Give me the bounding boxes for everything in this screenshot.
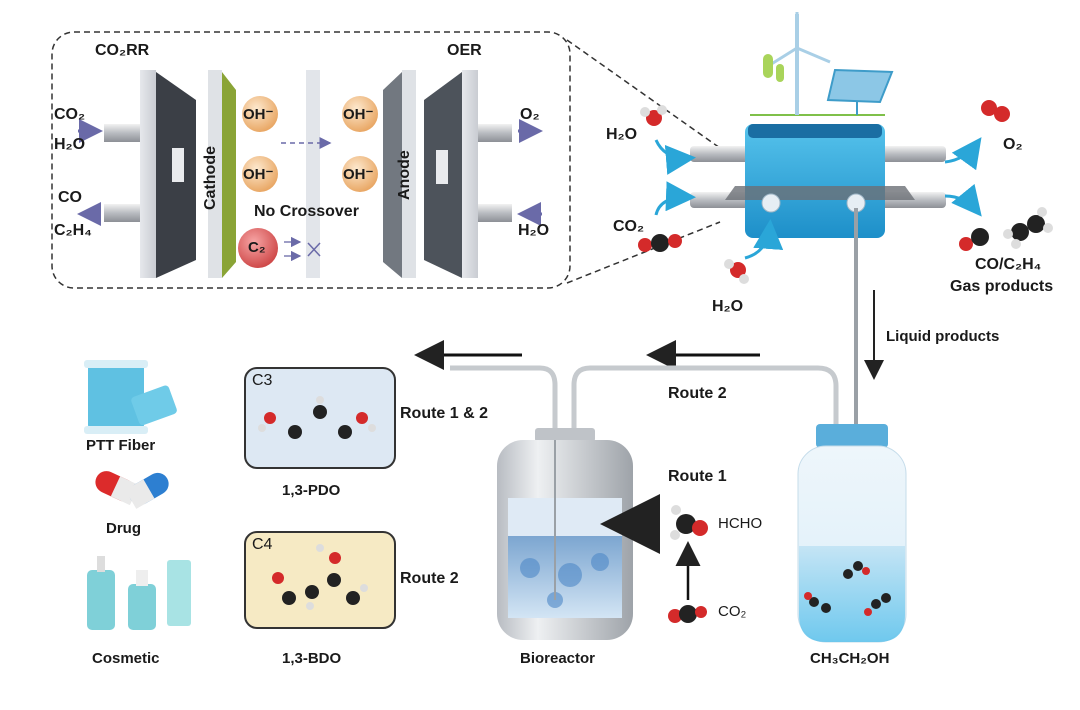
ion-oh-4	[342, 156, 378, 192]
c4-tag: C4	[252, 536, 273, 553]
drug-icon	[95, 471, 169, 509]
bioreactor-label: Bioreactor	[520, 650, 596, 667]
no-crossover-label: No Crossover	[254, 203, 359, 220]
inset-out-c2h4: C₂H₄	[54, 222, 92, 239]
c4-product-box	[244, 531, 396, 629]
h2o-in-arrow	[654, 139, 696, 175]
zoom-line-bottom	[566, 221, 721, 284]
hcho-label: HCHO	[718, 515, 763, 532]
route-2-c4-label: Route 2	[400, 570, 459, 587]
ion-label-3: OH⁻	[343, 106, 374, 123]
inset-out-co: CO	[58, 189, 82, 206]
gas-out-arrow	[944, 183, 982, 217]
ion-label-1: OH⁻	[243, 106, 274, 123]
hcho-molecule	[670, 505, 708, 540]
anode-endplate	[424, 70, 512, 278]
electrolyzer-cell	[690, 124, 946, 238]
c4-product-name: 1,3-BDO	[282, 650, 342, 667]
anode-label: Anode	[396, 150, 413, 200]
liquid-products-label: Liquid products	[886, 328, 1000, 345]
bdo-molecule	[272, 544, 368, 610]
co-molecule	[959, 228, 989, 251]
cell-in-h2o-top: H₂O	[606, 126, 638, 143]
anode-electrode	[383, 70, 416, 278]
inset-in-h2o: H₂O	[54, 136, 86, 153]
membrane	[306, 70, 320, 278]
route-1-label: Route 1	[668, 468, 727, 485]
cell-out-o2: O₂	[1003, 136, 1023, 153]
inset-out-o2: O₂	[520, 106, 540, 123]
cell-in-co2: CO₂	[613, 218, 645, 235]
renewable-energy-icon	[750, 12, 894, 116]
c2-label: C₂	[248, 239, 266, 256]
zoom-line-top	[566, 39, 721, 149]
o2-out-arrow	[944, 137, 982, 171]
application-ptt-fiber: PTT Fiber	[86, 437, 156, 454]
bioreactor-vessel	[497, 428, 633, 640]
tube-bioreactor-out	[450, 365, 558, 430]
cathode-electrode	[208, 70, 236, 278]
blocked-x-icon	[307, 242, 321, 257]
route-1-2-label: Route 1 & 2	[400, 405, 489, 422]
ethanol-label: CH₃CH₂OH	[810, 650, 890, 667]
ion-label-2: OH⁻	[243, 166, 274, 183]
application-cosmetic: Cosmetic	[92, 650, 160, 667]
route-2-top-label: Route 2	[668, 385, 727, 402]
ion-oh-1	[242, 96, 278, 132]
pdo-molecule	[258, 396, 376, 439]
ion-oh-2	[242, 156, 278, 192]
cathode-endplate	[104, 70, 196, 278]
ethanol-bottle	[797, 424, 907, 643]
c2h4-molecule	[1003, 207, 1053, 249]
ion-label-4: OH⁻	[343, 166, 374, 183]
gas-formula-label: CO/C₂H₄	[975, 256, 1042, 273]
cathode-label: Cathode	[202, 146, 219, 210]
c3-product-name: 1,3-PDO	[282, 482, 341, 499]
co2-in-arrow	[654, 181, 696, 216]
ptt-fiber-icon	[84, 360, 177, 434]
o2-molecule	[981, 100, 1010, 122]
h2o-molecule-bottom	[724, 259, 749, 284]
gas-products-label: Gas products	[950, 278, 1054, 295]
inset-title-co2rr: CO₂RR	[95, 42, 150, 59]
co2-molecule-bottom	[668, 605, 707, 623]
application-drug: Drug	[106, 520, 141, 537]
ethanol-molecules	[804, 561, 891, 616]
co2-molecule-left	[638, 234, 682, 252]
h2o-under-arrow	[744, 219, 784, 260]
c3-tag: C3	[252, 372, 273, 389]
inset-title-oer: OER	[447, 42, 482, 59]
tube-ethanol-to-bioreactor	[571, 365, 839, 520]
c2-molecule	[238, 228, 278, 268]
inset-in-co2: CO₂	[54, 106, 86, 123]
inset-in-h2o-right: H₂O	[518, 222, 550, 239]
cell-in-h2o-bottom: H₂O	[712, 298, 744, 315]
ion-oh-3	[342, 96, 378, 132]
h2o-molecule-top	[640, 105, 667, 126]
co2-feed-label: CO₂	[718, 603, 747, 620]
cosmetic-icon	[87, 556, 191, 630]
